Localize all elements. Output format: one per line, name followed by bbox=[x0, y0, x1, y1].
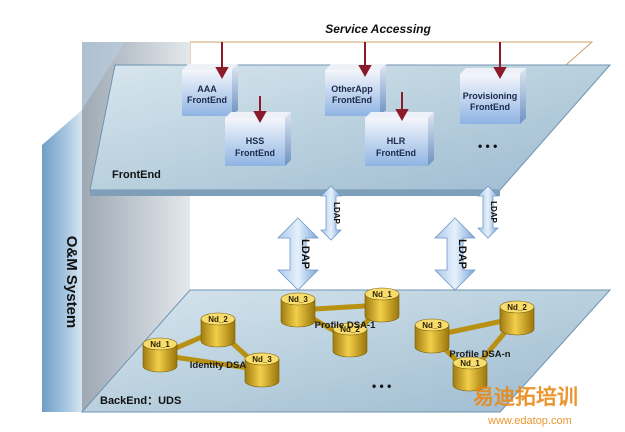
hss-line1: HSS bbox=[246, 136, 265, 146]
provisioning-line1: Provisioning bbox=[463, 91, 518, 101]
watermark-url: www.edatop.com bbox=[487, 415, 572, 427]
frontend-box-otherapp: OtherApp FrontEnd bbox=[325, 64, 386, 116]
watermark: 易迪拓培训 www.edatop.com bbox=[473, 385, 578, 427]
node-label-n1c: Nd_1 bbox=[460, 359, 480, 368]
aaa-line1: AAA bbox=[197, 84, 217, 94]
backend-ellipsis: • • • bbox=[372, 379, 391, 393]
backend-layer-label: BackEnd：UDS bbox=[100, 395, 181, 407]
frontend-ellipsis: • • • bbox=[478, 139, 497, 153]
identity-dsa-label: Identity DSA bbox=[190, 360, 247, 371]
node-label-n1a: Nd_1 bbox=[150, 340, 170, 349]
watermark-brand: 易迪拓培训 bbox=[473, 385, 578, 409]
node-label-n1b: Nd_1 bbox=[372, 290, 392, 299]
hss-line2: FrontEnd bbox=[235, 148, 275, 158]
ldap-arrow-small-right: LDAP bbox=[477, 185, 499, 239]
frontend-box-aaa: AAA FrontEnd bbox=[182, 64, 238, 116]
database-node-n3b: Nd_3 bbox=[280, 292, 316, 328]
otherapp-line2: FrontEnd bbox=[332, 95, 372, 105]
ldap-small-right-label: LDAP bbox=[489, 201, 498, 223]
ldap-big-right-label: LDAP bbox=[456, 239, 468, 269]
service-arrows bbox=[215, 42, 507, 124]
database-node-n2b: Nd_2 bbox=[332, 322, 368, 358]
frontend-box-hss: HSS FrontEnd bbox=[225, 112, 291, 166]
node-label-n2c: Nd_2 bbox=[507, 303, 527, 312]
hlr-line2: FrontEnd bbox=[376, 148, 416, 158]
database-node-n1b: Nd_1 bbox=[364, 287, 400, 323]
database-node-n1c: Nd_1 bbox=[452, 356, 488, 392]
ldap-arrow-big-right: LDAP bbox=[434, 217, 476, 291]
database-node-n2a: Nd_2 bbox=[200, 312, 236, 348]
database-node-n2c: Nd_2 bbox=[499, 300, 535, 336]
otherapp-line1: OtherApp bbox=[331, 84, 373, 94]
database-node-n1a: Nd_1 bbox=[142, 337, 178, 373]
node-label-n2b: Nd_2 bbox=[340, 325, 360, 334]
profile-dsa-n-label: Profile DSA-n bbox=[449, 349, 510, 360]
ldap-arrow-big-left: LDAP bbox=[277, 217, 319, 291]
node-label-n3a: Nd_3 bbox=[252, 355, 272, 364]
ldap-arrow-small-left: LDAP bbox=[320, 185, 342, 241]
frontend-layer-label: FrontEnd bbox=[112, 169, 161, 181]
om-system-label: O&M System bbox=[63, 236, 80, 329]
node-label-n2a: Nd_2 bbox=[208, 315, 228, 324]
node-label-n3b: Nd_3 bbox=[288, 295, 308, 304]
service-accessing-title: Service Accessing bbox=[325, 22, 431, 36]
database-node-n3a: Nd_3 bbox=[244, 352, 280, 388]
node-label-n3c: Nd_3 bbox=[422, 321, 442, 330]
profile-dsa-1-label: Profile DSA-1 bbox=[315, 320, 376, 331]
aaa-line2: FrontEnd bbox=[187, 95, 227, 105]
provisioning-line2: FrontEnd bbox=[470, 102, 510, 112]
frontend-box-hlr: HLR FrontEnd bbox=[365, 112, 434, 166]
ldap-big-left-label: LDAP bbox=[299, 239, 311, 269]
ldap-small-left-label: LDAP bbox=[332, 202, 341, 224]
hlr-line1: HLR bbox=[387, 136, 406, 146]
frontend-box-provisioning: Provisioning FrontEnd bbox=[460, 68, 526, 124]
database-node-n3c: Nd_3 bbox=[414, 318, 450, 354]
